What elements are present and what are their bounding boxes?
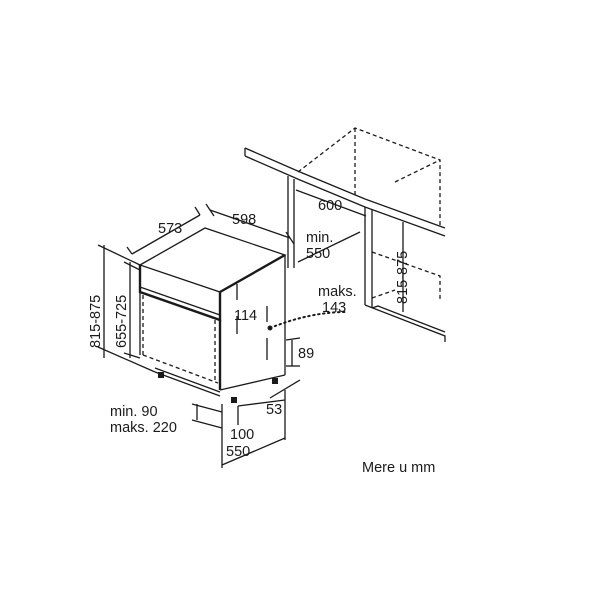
dimension-max-label: maks. bbox=[318, 284, 357, 300]
dimension-max-value: 143 bbox=[322, 300, 346, 316]
dimension-niche-depth-min-label: min. bbox=[306, 230, 333, 246]
dimension-plinth-depth: 100 bbox=[230, 427, 254, 443]
units-note: Mere u mm bbox=[362, 460, 435, 476]
dimension-height-body: 655-725 bbox=[114, 295, 130, 348]
kitchen-niche bbox=[244, 127, 446, 342]
dimension-niche-depth-value: 550 bbox=[306, 246, 330, 262]
dimension-panel-height: 114 bbox=[234, 308, 257, 324]
dimension-height-total: 815-875 bbox=[88, 295, 104, 348]
dimension-niche-width: 600 bbox=[318, 198, 342, 214]
dimension-width-top: 598 bbox=[232, 212, 256, 228]
dimension-niche-height: 815-875 bbox=[395, 251, 411, 304]
dimension-foot-offset: 53 bbox=[266, 402, 282, 418]
dimension-depth-top: 573 bbox=[158, 221, 182, 237]
dimension-plinth-max: maks. 220 bbox=[110, 420, 177, 436]
dimension-base-depth: 550 bbox=[226, 444, 250, 460]
dimension-lines bbox=[97, 189, 404, 468]
dishwasher-body bbox=[138, 227, 287, 403]
dimension-side-height: 89 bbox=[298, 346, 314, 362]
dimension-plinth-min: min. 90 bbox=[110, 404, 158, 420]
